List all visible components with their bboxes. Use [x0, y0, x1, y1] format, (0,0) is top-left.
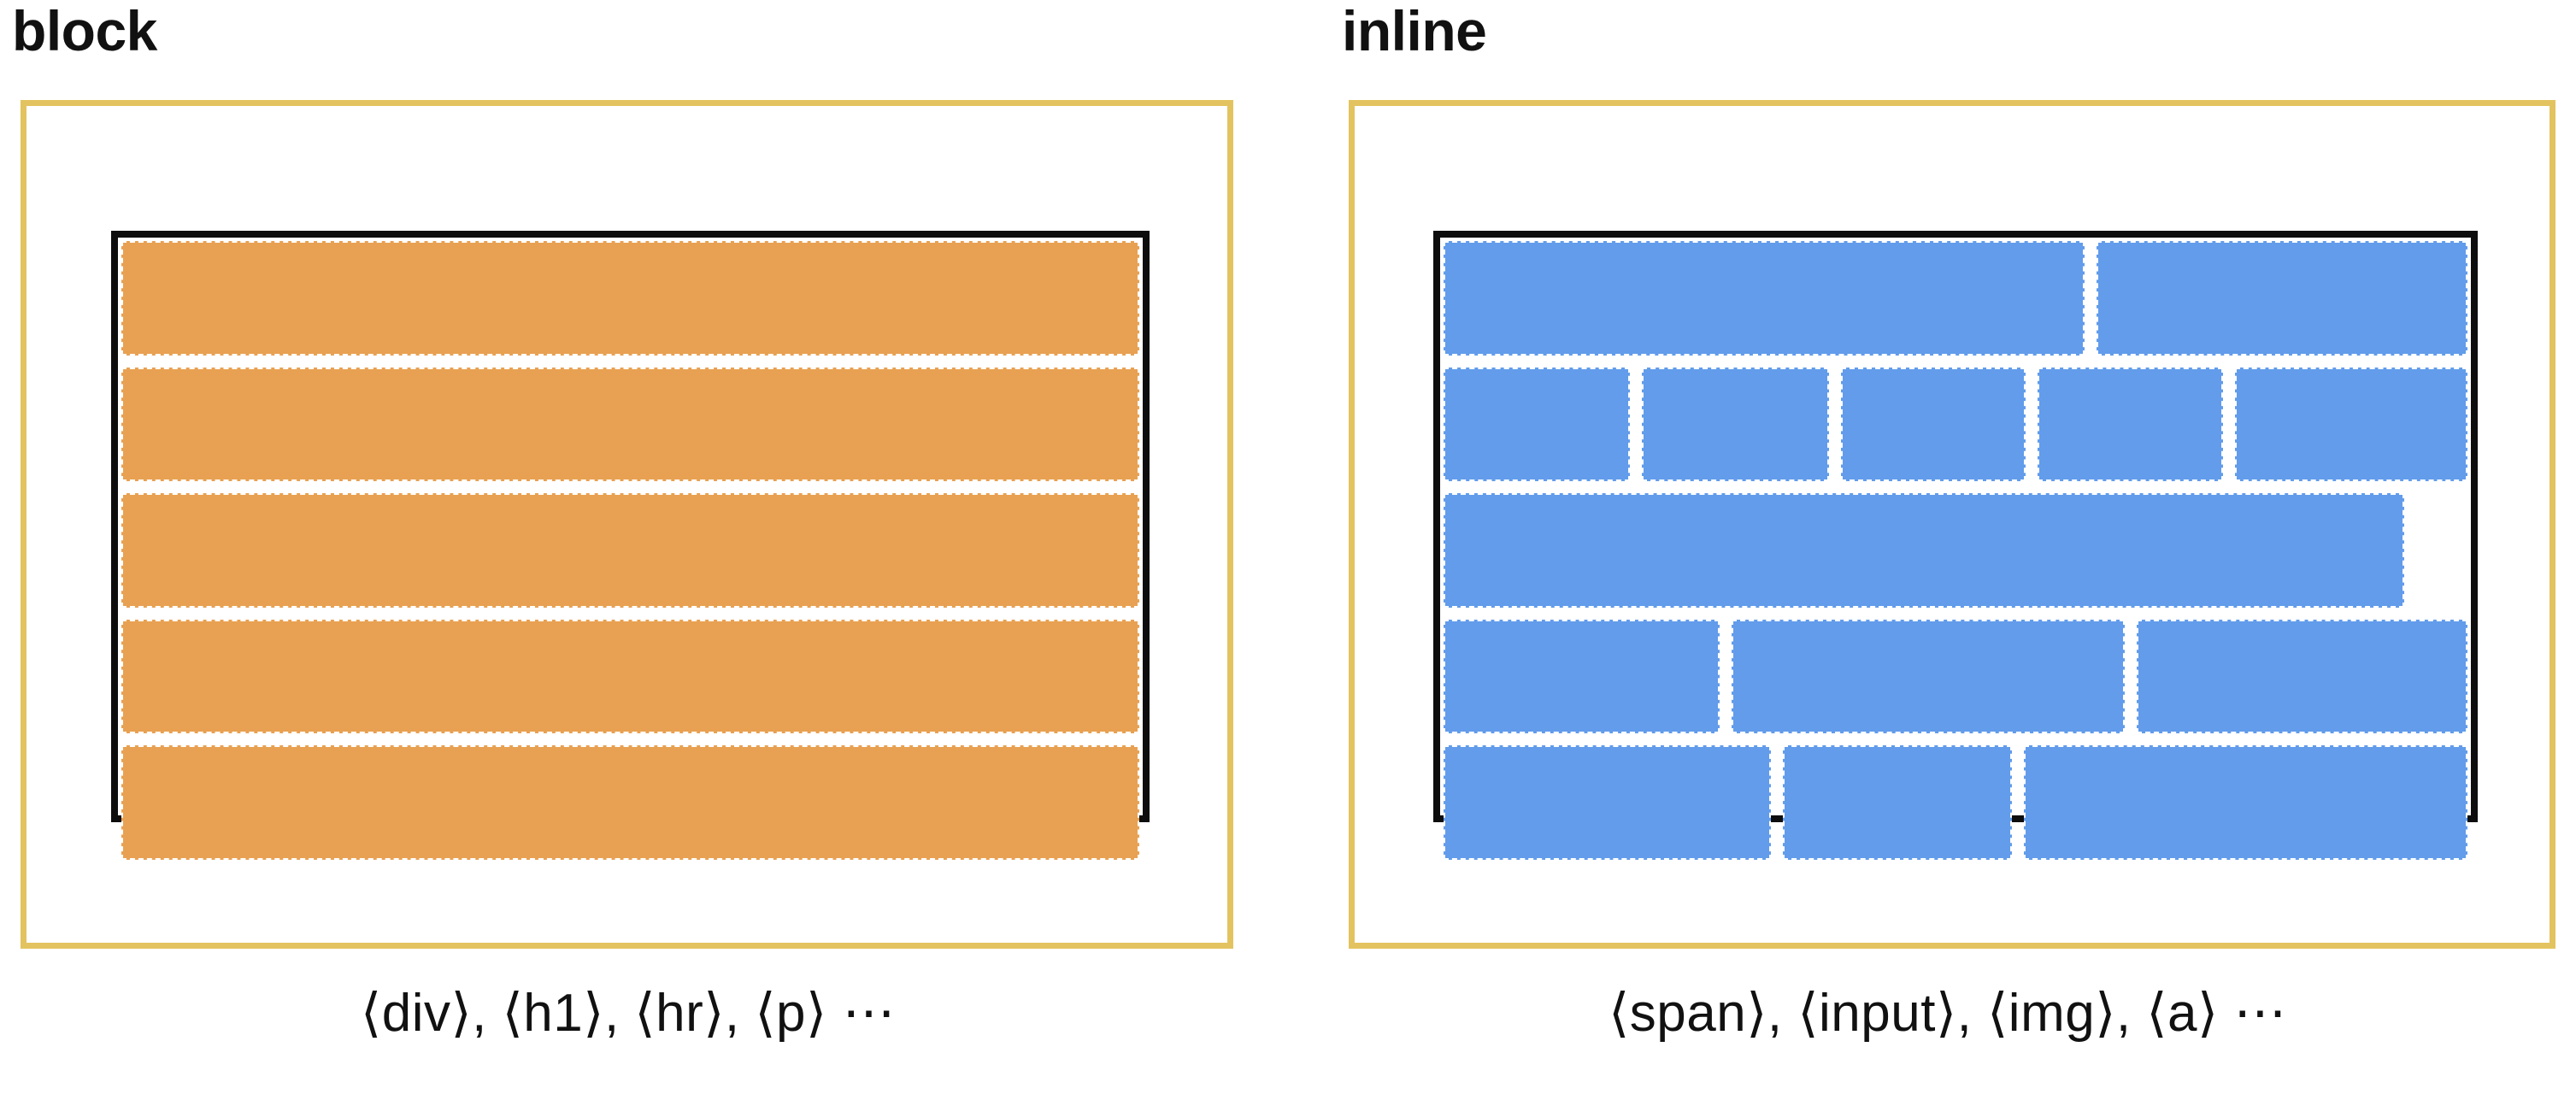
element-row [1444, 619, 2467, 734]
block-element-box [121, 619, 1139, 734]
inline-element-box [2096, 241, 2467, 356]
inline-element-box [1444, 367, 1630, 482]
inline-element-box [1444, 241, 2085, 356]
block-element-box [121, 745, 1139, 860]
inline-inner-container [1433, 231, 2478, 860]
panel-inline: inline ⟨span⟩, ⟨input⟩, ⟨img⟩, ⟨a⟩ ⋯ [1328, 0, 2576, 1094]
inline-element-box [1641, 367, 1830, 482]
empty-space [2416, 493, 2467, 608]
inline-outer-container [1349, 100, 2555, 949]
block-element-box [121, 367, 1139, 482]
block-inner-container [111, 231, 1150, 860]
inline-element-box [1444, 619, 1720, 734]
inline-element-box [2137, 619, 2467, 734]
inline-element-box [1731, 619, 2126, 734]
inline-element-box [2235, 367, 2467, 482]
inline-element-box [1444, 493, 2405, 608]
block-element-box [121, 493, 1139, 608]
inline-element-box [2037, 367, 2224, 482]
element-row [1444, 367, 2467, 482]
panel-inline-caption: ⟨span⟩, ⟨input⟩, ⟨img⟩, ⟨a⟩ ⋯ [1609, 984, 2287, 1043]
element-row [121, 241, 1139, 356]
panel-block: block ⟨div⟩, ⟨h1⟩, ⟨hr⟩, ⟨p⟩ ⋯ [0, 0, 1282, 1094]
block-outer-container [21, 100, 1233, 949]
inline-element-box [1444, 745, 1772, 860]
panel-block-caption: ⟨div⟩, ⟨h1⟩, ⟨hr⟩, ⟨p⟩ ⋯ [361, 984, 896, 1043]
element-row [121, 745, 1139, 860]
element-row [1444, 241, 2467, 356]
element-row [121, 367, 1139, 482]
panel-inline-heading: inline [1342, 0, 1487, 62]
block-element-box [121, 241, 1139, 356]
inline-element-box [1841, 367, 2026, 482]
element-row [121, 493, 1139, 608]
inline-element-box [1783, 745, 2013, 860]
panel-block-heading: block [12, 0, 157, 62]
element-row [1444, 493, 2467, 608]
element-row [1444, 745, 2467, 860]
inline-element-box [2024, 745, 2467, 860]
element-row [121, 619, 1139, 734]
